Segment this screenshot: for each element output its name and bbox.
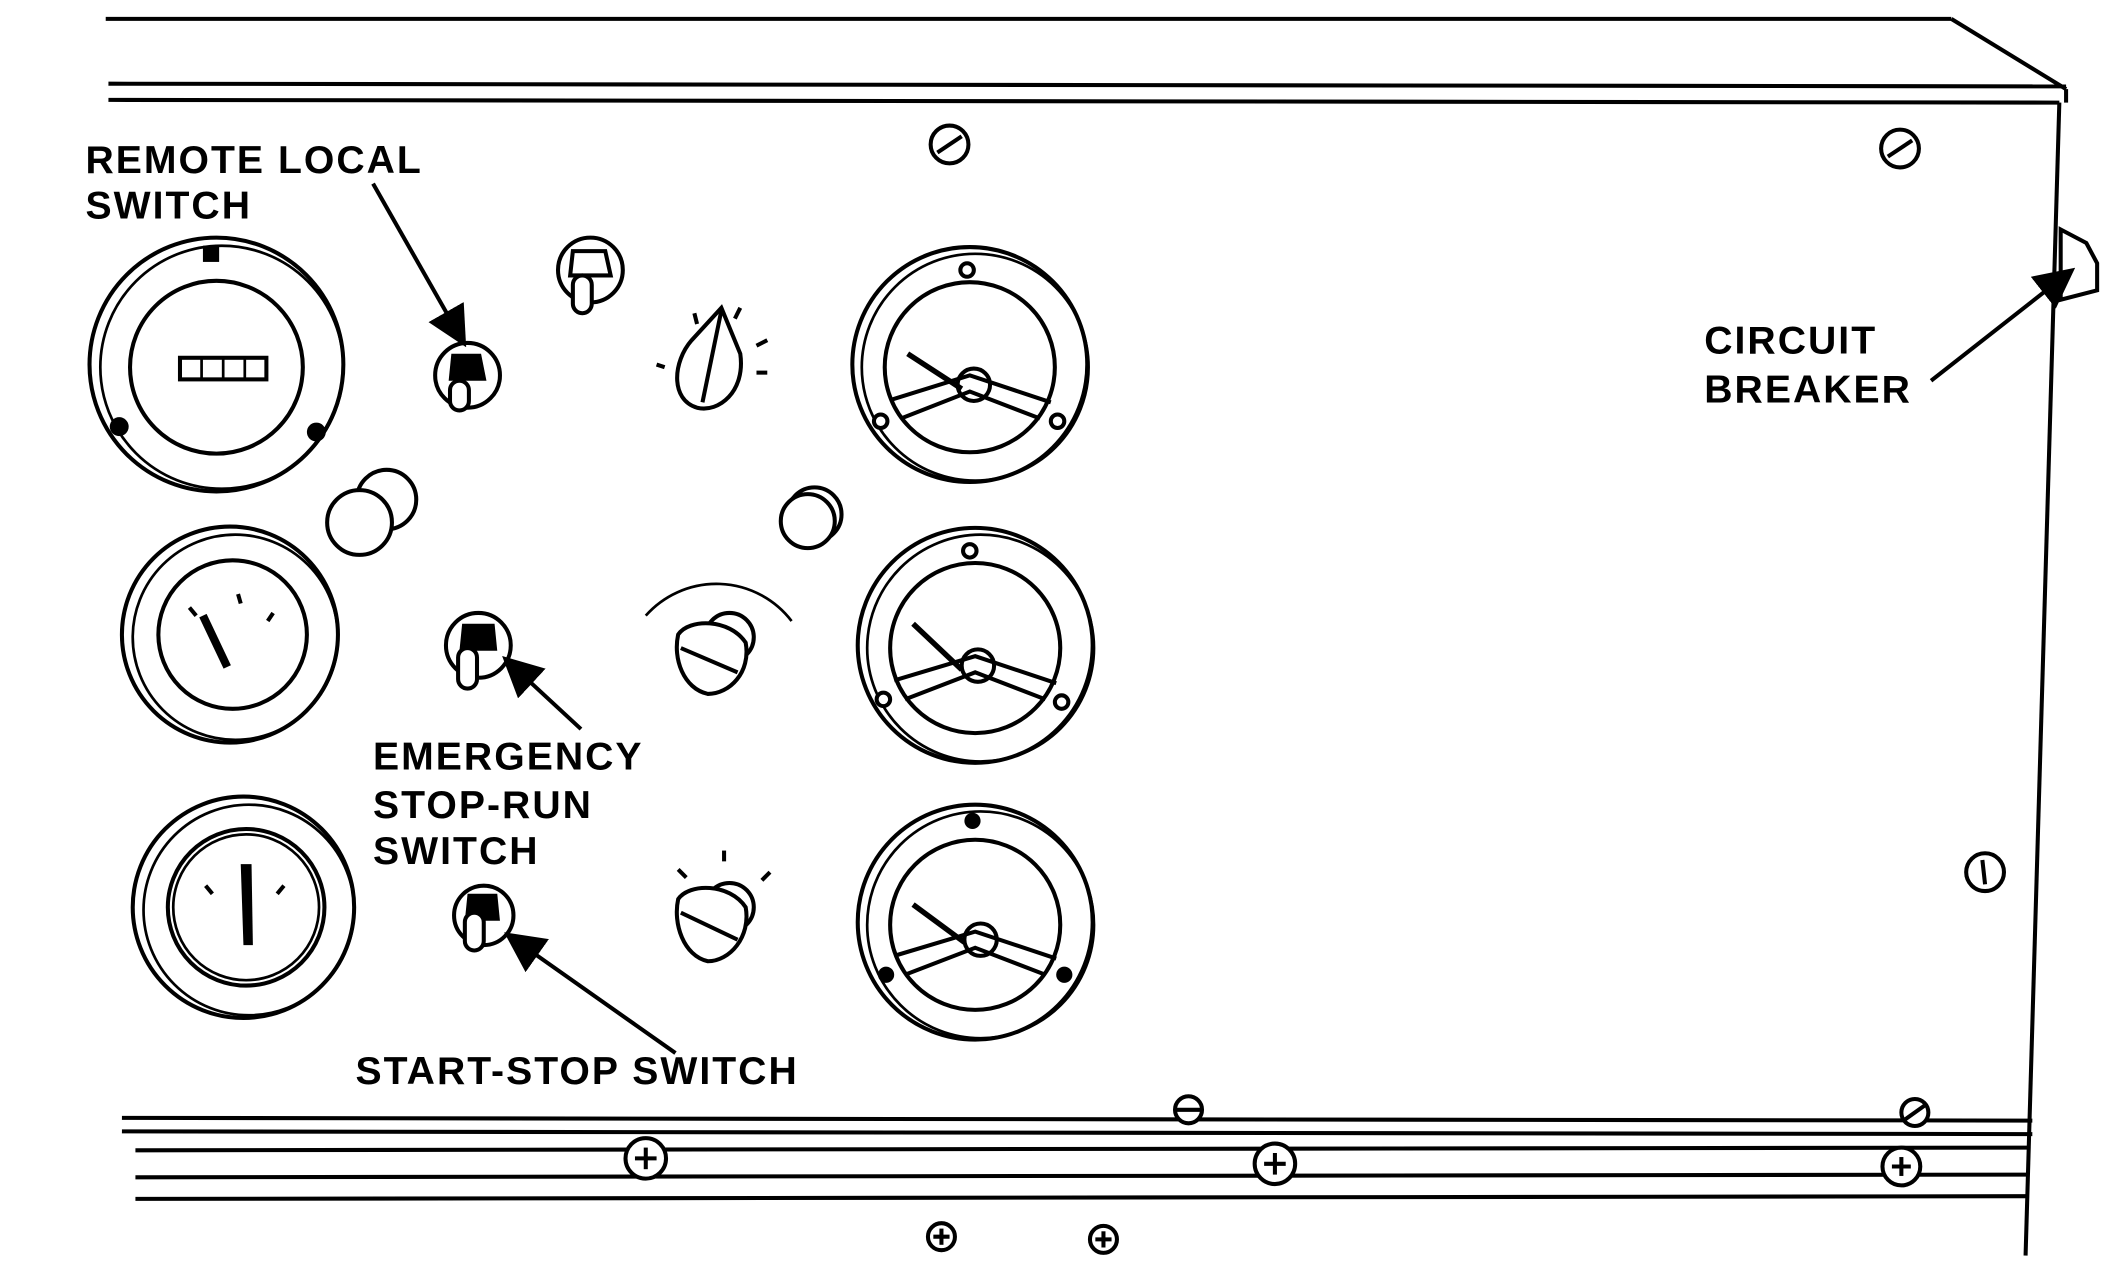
remote-local-switch[interactable] bbox=[433, 340, 502, 413]
meter-top bbox=[850, 245, 1090, 485]
circuit-breaker[interactable] bbox=[2058, 226, 2100, 303]
emergency-stop-run-switch[interactable] bbox=[443, 610, 513, 691]
phillips-screw-icon bbox=[1087, 1223, 1119, 1255]
screws bbox=[623, 123, 2007, 1255]
toggle-switch[interactable] bbox=[555, 235, 625, 316]
phillips-screw-icon bbox=[925, 1221, 957, 1253]
rotary-knob-top bbox=[655, 304, 769, 411]
slotted-screw-icon bbox=[928, 123, 971, 166]
left-gauge-middle bbox=[119, 524, 340, 745]
start-stop-switch-label: START-STOP SWITCH bbox=[355, 1050, 798, 1093]
meter-middle bbox=[855, 525, 1096, 765]
start-stop-switch[interactable] bbox=[452, 883, 516, 953]
remote-local-arrow bbox=[371, 182, 467, 348]
circuit-breaker-arrow bbox=[1929, 267, 2076, 383]
circuit-breaker-label: CIRCUIT BREAKER bbox=[1704, 320, 1912, 412]
slotted-screw-icon bbox=[1964, 851, 2007, 894]
rotary-knob-middle bbox=[644, 582, 793, 696]
meter-bottom bbox=[855, 802, 1096, 1042]
phillips-screw-icon bbox=[623, 1136, 669, 1181]
start-stop-arrow bbox=[504, 932, 677, 1055]
phillips-screw-icon bbox=[1880, 1145, 1923, 1188]
emergency-stop-run-switch-label: EMERGENCY STOP-RUN SWITCH bbox=[373, 736, 656, 874]
indicator-light-left bbox=[325, 467, 419, 557]
hour-meter bbox=[87, 235, 346, 494]
emergency-arrow bbox=[502, 656, 583, 731]
remote-local-switch-label: REMOTE LOCAL SWITCH bbox=[85, 139, 435, 228]
phillips-screw-icon bbox=[1252, 1141, 1298, 1187]
slotted-screw-icon bbox=[1172, 1094, 1205, 1126]
rotary-knob-bottom bbox=[674, 850, 772, 964]
left-gauge-bottom bbox=[130, 794, 357, 1021]
slotted-screw-icon bbox=[1879, 127, 1921, 170]
slotted-screw-icon bbox=[1899, 1096, 1931, 1129]
indicator-light-right bbox=[778, 485, 844, 551]
leader-arrows bbox=[371, 182, 2076, 1055]
